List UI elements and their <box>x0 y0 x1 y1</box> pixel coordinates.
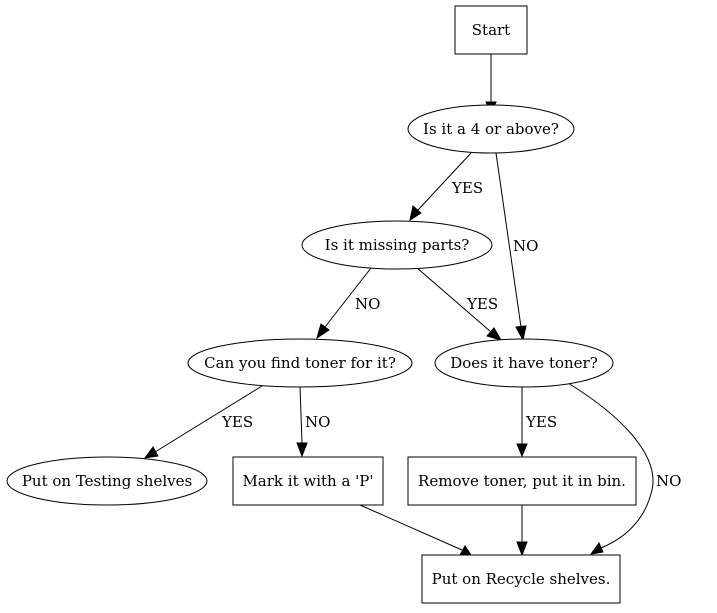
edge-label-find-no: NO <box>305 413 330 431</box>
edge-start-to-four <box>485 54 497 115</box>
node-missing-parts-label: Is it missing parts? <box>325 236 470 254</box>
edge-missing-no: NO <box>316 267 380 340</box>
node-four-or-above-label: Is it a 4 or above? <box>423 120 559 138</box>
node-missing-parts: Is it missing parts? <box>301 220 493 270</box>
edge-label-missing-no: NO <box>355 295 380 313</box>
edge-has-no: NO <box>567 382 681 555</box>
node-remove-toner-label: Remove toner, put it in bin. <box>418 472 626 490</box>
node-find-toner-label: Can you find toner for it? <box>204 354 396 372</box>
edge-label-four-yes: YES <box>451 179 483 197</box>
node-mark-p-label: Mark it with a 'P' <box>242 472 373 490</box>
edge-label-has-yes: YES <box>525 413 557 431</box>
node-recycle-shelves-label: Put on Recycle shelves. <box>432 570 611 588</box>
edge-remove-to-recycle <box>516 505 528 557</box>
edge-has-yes: YES <box>516 386 557 458</box>
edge-find-yes: YES <box>143 385 263 459</box>
node-remove-toner: Remove toner, put it in bin. <box>407 456 637 506</box>
node-recycle-shelves: Put on Recycle shelves. <box>421 554 621 604</box>
node-start: Start <box>454 5 528 55</box>
node-has-toner-label: Does it have toner? <box>450 354 598 372</box>
node-mark-p: Mark it with a 'P' <box>232 456 384 506</box>
node-find-toner: Can you find toner for it? <box>187 338 413 388</box>
edge-label-find-yes: YES <box>221 413 253 431</box>
edge-label-four-no: NO <box>513 237 538 255</box>
node-four-or-above: Is it a 4 or above? <box>407 104 575 154</box>
edge-label-missing-yes: YES <box>466 295 498 313</box>
edge-four-yes: YES <box>409 152 483 222</box>
edge-mark-to-recycle <box>359 504 472 556</box>
node-testing-shelves-label: Put on Testing shelves <box>22 472 192 490</box>
edge-missing-yes: YES <box>415 266 503 341</box>
edge-four-no: NO <box>495 152 538 342</box>
node-testing-shelves: Put on Testing shelves <box>6 456 208 506</box>
node-has-toner: Does it have toner? <box>434 338 614 388</box>
node-start-label: Start <box>472 21 510 39</box>
edge-label-has-no: NO <box>656 472 681 490</box>
edge-find-no: NO <box>296 385 330 458</box>
